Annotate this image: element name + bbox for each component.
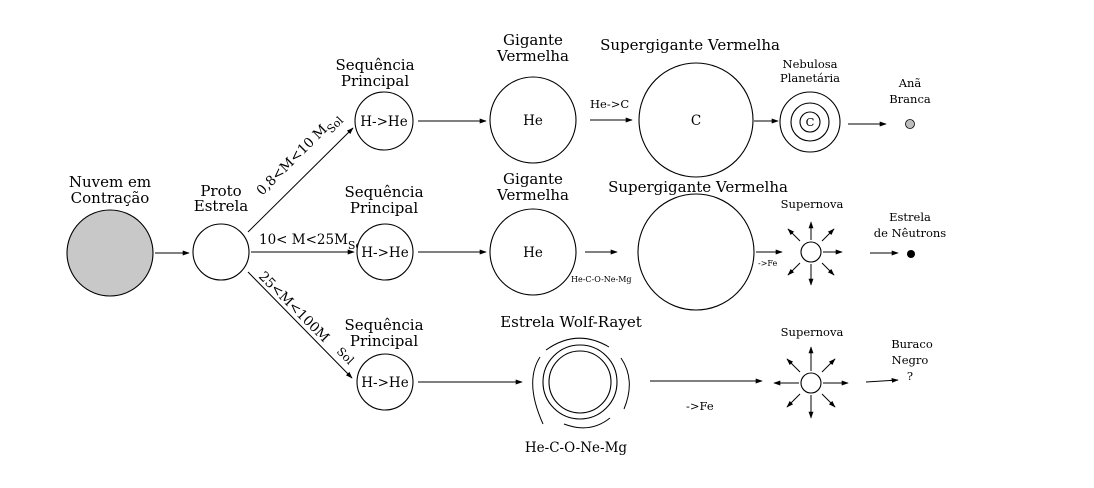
row1-ms-circle: [354, 91, 414, 151]
row2-ms-circle: [356, 223, 414, 281]
contracting-cloud-circle: [66, 209, 154, 297]
neutron-star-dot: [907, 250, 915, 258]
row2-supergiant-label: Supergigante Vermelha: [608, 178, 788, 196]
white-dwarf-label-line2: Branca: [889, 92, 931, 106]
row1-supergiant-label: Supergigante Vermelha: [600, 36, 780, 54]
row3-supernova-ray-up-left: [786, 358, 801, 373]
branch2-mass-text: 10< M<25M: [259, 232, 348, 248]
svg-text:0,8<M<10 MSol: 0,8<M<10 MSol: [254, 109, 347, 202]
cloud-label-line2: Contração: [71, 189, 150, 207]
row1-ms-inner-label: H->He: [360, 114, 407, 130]
row2-giant-inner-label: He: [523, 245, 543, 261]
nebula-core: [799, 111, 821, 133]
row1-he-to-c-label: He->C: [590, 97, 629, 111]
branch1-mass-label: 0,8<M<10 MSol: [254, 109, 347, 202]
row2-supernova-ray-down-left: [787, 262, 801, 276]
row1-giant-circle: [489, 76, 577, 164]
row2-ms-label-line2: Principal: [350, 199, 418, 217]
row2-giant-label-line1: Gigante: [503, 170, 563, 188]
row1-giant-label-line1: Gigante: [503, 31, 563, 49]
row3-wolf-rayet-node: Estrela Wolf-Rayet He-C-O-Ne-Mg: [500, 313, 642, 456]
protostar-label-line1: Proto: [200, 182, 241, 200]
row2-to-fe-label: ->Fe: [758, 259, 778, 268]
wolf-rayet-label: Estrela Wolf-Rayet: [500, 313, 642, 331]
row3-ms-inner-label: H->He: [361, 375, 408, 391]
row3-black-hole-node: Buraco Negro ?: [891, 337, 933, 383]
row1-main-sequence-node: Sequência Principal H->He: [335, 56, 415, 151]
arrow-branch-high-mass: [247, 271, 353, 379]
row2-he-c-o-ne-mg-label: He-C-O-Ne-Mg: [571, 275, 632, 284]
wolf-rayet-shell-bottom: [563, 417, 611, 429]
row2-giant-label-line2: Vermelha: [496, 186, 569, 204]
row2-supergiant-circle: [637, 193, 755, 311]
row2-supernova-node: Supernova: [781, 197, 844, 286]
row3-main-sequence-node: Sequência Principal H->He: [344, 316, 424, 411]
row2-supernova-label: Supernova: [781, 197, 844, 211]
row2-neutron-star-node: Estrela de Nêutrons: [874, 210, 947, 258]
nebula-label-line1: Nebulosa: [783, 57, 838, 71]
row2-supernova-ray-down-right: [821, 262, 835, 276]
protostar-label-line2: Estrela: [194, 197, 249, 215]
row3-ms-label-line2: Principal: [350, 332, 418, 350]
white-dwarf-label-line1: Anã: [898, 76, 922, 90]
branch1-mass-text: 0,8<M<10 M: [254, 121, 331, 198]
row2-red-supergiant-node: Supergigante Vermelha: [608, 178, 788, 311]
row2-giant-circle: [489, 208, 577, 296]
black-hole-label-line1: Buraco: [891, 337, 933, 351]
wolf-rayet-inner-circle: [548, 350, 612, 414]
row3-supernova-ray-down-right: [821, 393, 836, 408]
row3-supernova-ray-up-right: [821, 358, 836, 373]
row2-supernova-ray-up-right: [821, 228, 835, 242]
white-dwarf-dot: [905, 119, 915, 129]
row1-red-supergiant-node: Supergigante Vermelha C: [600, 36, 780, 178]
row2-ms-inner-label: H->He: [361, 245, 408, 261]
arrow-row3-supernova-to-black-hole: [865, 377, 899, 383]
contracting-cloud-node: Nuvem em Contração: [66, 173, 154, 297]
row3-ms-label-line1: Sequência: [344, 316, 423, 334]
row3-ms-circle: [356, 353, 414, 411]
row3-supernova-ray-down-left: [786, 393, 801, 408]
protostar-node: Proto Estrela: [192, 182, 250, 281]
arrow-branch-low-mass: [247, 127, 354, 233]
row3-supernova-core: [800, 372, 822, 394]
nebula-core-label: C: [806, 115, 815, 129]
row2-ms-label-line1: Sequência: [344, 183, 423, 201]
row2-supernova-core: [800, 241, 822, 263]
row1-planetary-nebula-node: Nebulosa Planetária C: [779, 57, 841, 153]
row1-giant-label-line2: Vermelha: [496, 47, 569, 65]
branch2-mass-label: 10< M<25MSol: [259, 232, 366, 252]
row2-red-giant-node: Gigante Vermelha He: [489, 170, 577, 296]
cloud-label-line1: Nuvem em: [69, 173, 151, 191]
wolf-rayet-shell-left: [532, 356, 544, 425]
row1-ms-label-line2: Principal: [341, 72, 409, 90]
wolf-rayet-composition-label: He-C-O-Ne-Mg: [525, 440, 628, 456]
row2-supernova-ray-up-left: [787, 228, 801, 242]
row2-main-sequence-node: Sequência Principal H->He: [344, 183, 424, 281]
row3-to-fe-label: ->Fe: [686, 399, 714, 413]
row1-supergiant-circle: [638, 62, 754, 178]
wolf-rayet-shell-top: [545, 337, 610, 351]
black-hole-question-mark: ?: [907, 369, 913, 383]
black-hole-label-line2: Negro: [892, 353, 929, 367]
row3-supernova-node: Supernova: [773, 325, 849, 419]
neutron-star-label-line1: Estrela: [889, 210, 931, 224]
row1-red-giant-node: Gigante Vermelha He: [489, 31, 577, 164]
wolf-rayet-shell-right: [620, 357, 630, 410]
nebula-label-line2: Planetária: [780, 71, 840, 85]
row1-ms-label-line1: Sequência: [335, 56, 414, 74]
row3-supernova-label: Supernova: [781, 325, 844, 339]
protostar-circle: [192, 223, 250, 281]
row1-supergiant-inner-label: C: [691, 113, 701, 129]
neutron-star-label-line2: de Nêutrons: [874, 226, 947, 240]
row1-white-dwarf-node: Anã Branca: [889, 76, 931, 129]
branch3-mass-text: 25<M<100M: [255, 269, 332, 346]
row1-giant-inner-label: He: [523, 113, 543, 129]
